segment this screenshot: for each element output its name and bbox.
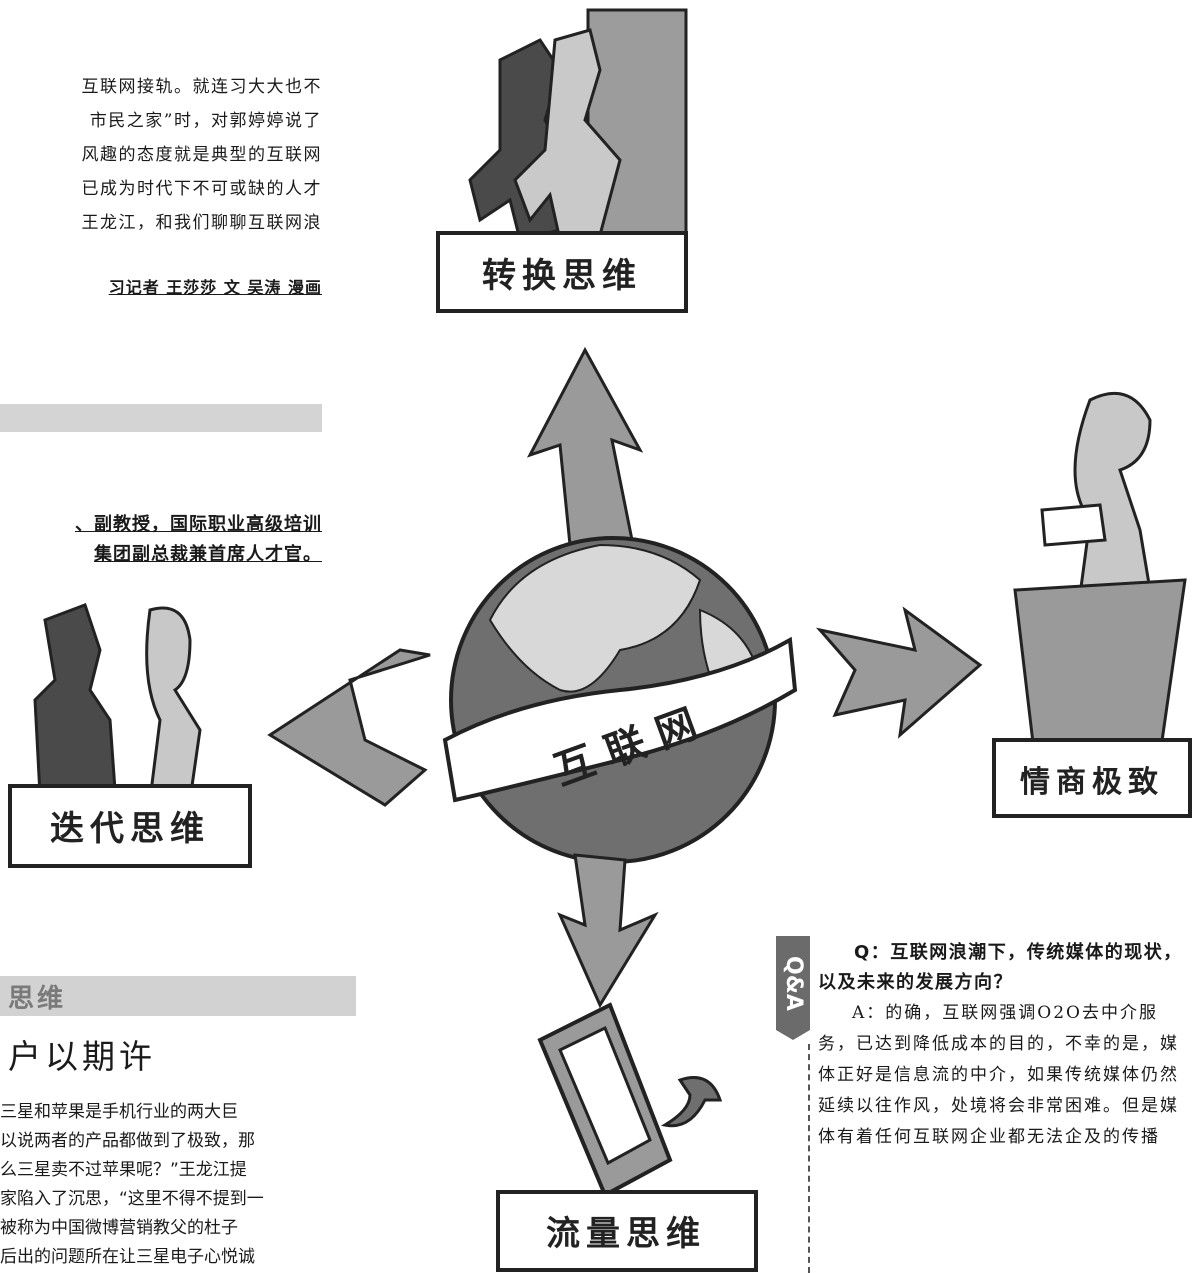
qa-tag-pointer: [776, 1030, 810, 1040]
gray-divider-bar: [0, 404, 322, 432]
body-line: 后出的问题所在让三星电子心悦诚: [0, 1247, 255, 1267]
intro-line: 风趣的态度就是典型的互联网: [81, 145, 322, 165]
article-headline: 户以期许: [8, 1037, 156, 1076]
intro-line: 互联网接轨。就连习大大也不: [81, 77, 322, 97]
label-sign-bottom: 流量思维: [496, 1190, 758, 1272]
arrow-left: [267, 648, 431, 807]
article-body: 三星和苹果是手机行业的两大巨 以说两者的产品都做到了极致，那 么三星卖不过苹果呢…: [0, 1098, 355, 1273]
qa-answer: A：的确，互联网强调O2O去中介服务，已达到降低成本的目的，不幸的是，媒体正好是…: [818, 1003, 1179, 1147]
qa-tag: Q&A: [776, 936, 810, 1030]
label-bottom: 流量思维: [546, 1214, 706, 1254]
phone-illustration: [537, 1002, 723, 1198]
reading-woman-illustration: [1013, 391, 1187, 762]
arrow-up: [526, 346, 644, 547]
globe-illustration: 互 联 网: [442, 536, 798, 864]
arrow-down: [557, 853, 659, 1009]
body-line: 以说两者的产品都做到了极致，那: [0, 1131, 255, 1151]
running-figures-illustration: [468, 8, 688, 247]
label-sign-right: 情商极致: [992, 738, 1192, 818]
intro-line: 已成为时代下不可或缺的人才: [81, 179, 322, 199]
intro-paragraph: 互联网接轨。就连习大大也不 市民之家”时，对郭婷婷说了 风趣的态度就是典型的互联…: [0, 70, 322, 240]
section-bar: [0, 976, 356, 1016]
byline: 习记者 王莎莎 文 吴涛 漫画: [108, 278, 322, 297]
arrow-right: [815, 606, 983, 739]
label-sign-top: 转换思维: [436, 231, 688, 313]
qa-question: Q：互联网浪潮下，传统媒体的现状，以及未来的发展方向？: [818, 942, 1183, 993]
body-line: 么三星卖不过苹果呢？”王龙江提: [0, 1160, 247, 1180]
label-right: 情商极致: [1020, 765, 1164, 800]
label-sign-left: 迭代思维: [8, 784, 252, 868]
qa-dashed-rule: [808, 1044, 810, 1273]
intro-line: 市民之家”时，对郭婷婷说了: [89, 111, 322, 131]
intro-line: 王龙江，和我们聊聊互联网浪: [81, 213, 322, 233]
qa-section: Q：互联网浪潮下，传统媒体的现状，以及未来的发展方向？ A：的确，互联网强调O2…: [818, 938, 1190, 1153]
section-title: 思维: [8, 984, 67, 1014]
bio-line: 集团副总裁兼首席人才官。: [94, 544, 322, 565]
author-bio: 、副教授，国际职业高级培训 集团副总裁兼首席人才官。: [0, 510, 322, 570]
label-left: 迭代思维: [50, 809, 210, 849]
label-top: 转换思维: [482, 256, 642, 296]
body-line: 三星和苹果是手机行业的两大巨: [0, 1102, 238, 1122]
couple-illustration: [33, 603, 202, 802]
body-line: 家陷入了沉思，“这里不得不提到一: [0, 1189, 264, 1209]
body-line: 被称为中国微博营销教父的杜子: [0, 1218, 238, 1238]
bio-line: 、副教授，国际职业高级培训: [75, 514, 322, 535]
